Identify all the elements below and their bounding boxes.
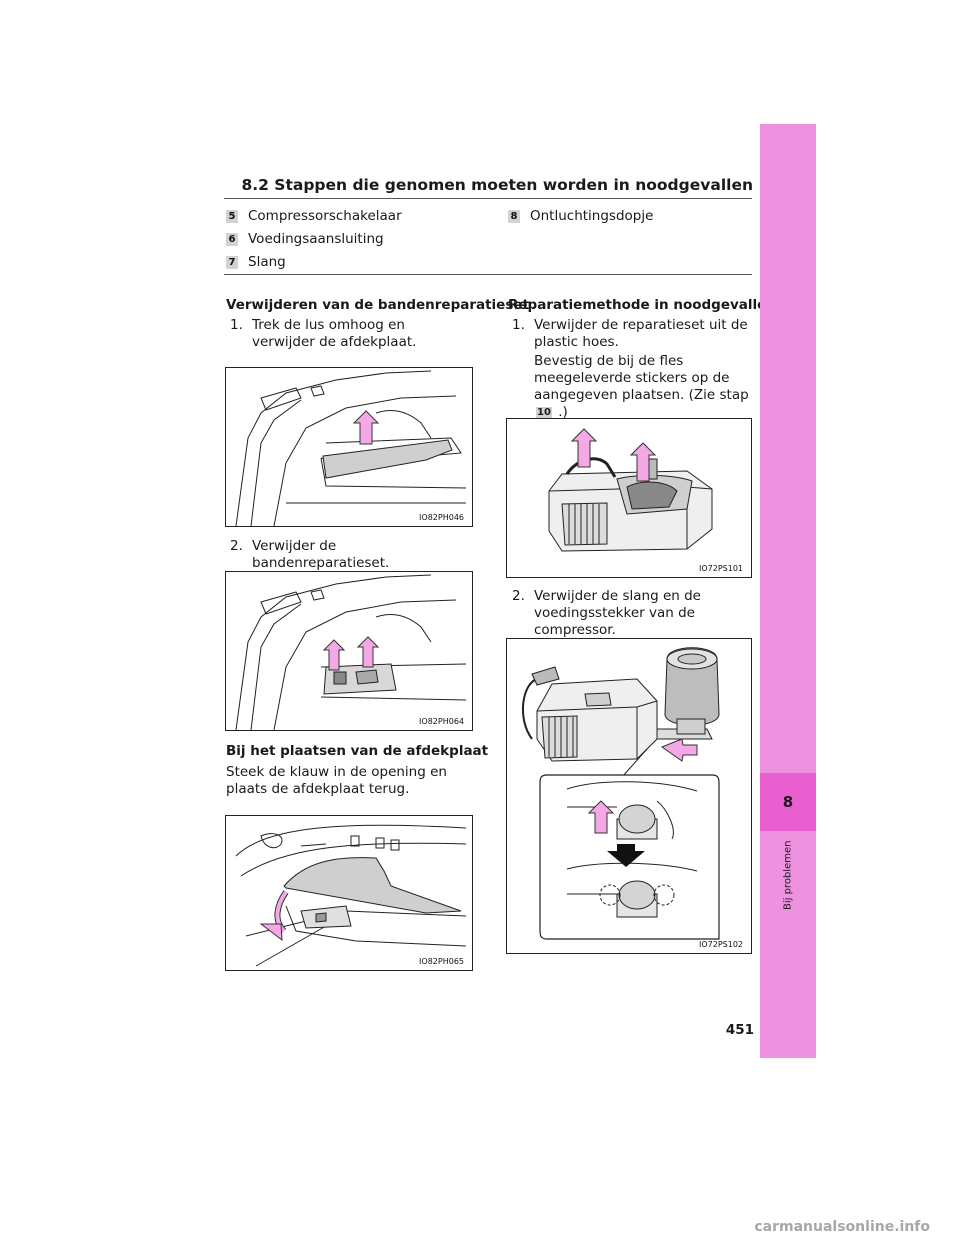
legend-item: 5 Compressorschakelaar bbox=[226, 208, 402, 224]
figure-refit-cover: IO82PH065 bbox=[225, 815, 473, 971]
compressor-detail-illustration bbox=[521, 647, 720, 940]
repair-kit-removal-illustration bbox=[235, 574, 467, 730]
repair-kit-illustration bbox=[548, 428, 713, 552]
chapter-sidebar bbox=[760, 124, 816, 1058]
legend-label: Voedingsaansluiting bbox=[248, 231, 384, 247]
legend-label: Ontluchtingsdopje bbox=[530, 208, 654, 224]
legend-number: 8 bbox=[508, 209, 520, 223]
section-heading-removal: Verwijderen van de bandenreparatieset bbox=[226, 297, 529, 313]
figure-remove-cover: IO82PH046 bbox=[225, 367, 473, 527]
section-heading-refit: Bij het plaatsen van de afdekplaat bbox=[226, 743, 489, 759]
step-number: 2. bbox=[512, 588, 525, 604]
trunk-cover-illustration bbox=[235, 370, 467, 526]
chapter-number: 8 bbox=[782, 793, 794, 811]
legend-item: 7 Slang bbox=[226, 254, 286, 270]
figure-compressor-detail: IO72PS102 bbox=[506, 638, 752, 954]
step-reference-badge: 10 bbox=[536, 407, 552, 419]
step-number: 1. bbox=[230, 317, 243, 333]
step-text: Verwijder de bandenreparatieset. bbox=[252, 538, 390, 571]
chapter-tab-active[interactable] bbox=[760, 773, 816, 831]
legend-number: 6 bbox=[226, 232, 238, 246]
legend-item: 6 Voedingsaansluiting bbox=[226, 231, 384, 247]
step-text: Verwijder de slang en de voedingsstekker… bbox=[534, 588, 701, 638]
legend-number: 5 bbox=[226, 209, 238, 223]
page-header-title: 8.2 Stappen die genomen moeten worden in… bbox=[241, 176, 753, 194]
legend-label: Slang bbox=[248, 254, 286, 270]
chapter-label: Bij problemen bbox=[782, 840, 794, 910]
figure-repair-kit: IO72PS101 bbox=[506, 418, 752, 578]
figure-code: IO72PS101 bbox=[698, 564, 743, 573]
cover-refit-illustration bbox=[235, 824, 467, 967]
step-1-right: 1. Verwijder de reparatieset uit de plas… bbox=[512, 317, 752, 351]
section-heading-repair: Reparatiemethode in noodgevallen bbox=[508, 297, 776, 313]
step-number: 2. bbox=[230, 538, 243, 554]
step-2-right: 2. Verwijder de slang en de voedingsstek… bbox=[512, 588, 752, 639]
step-number: 1. bbox=[512, 317, 525, 333]
page-number: 451 bbox=[725, 1022, 754, 1038]
legend-rule bbox=[224, 274, 752, 275]
watermark: carmanualsonline.info bbox=[754, 1219, 930, 1235]
step-text: Trek de lus omhoog en verwijder de afdek… bbox=[252, 317, 417, 350]
sticker-note: Bevestig de bij de fles meegeleverde sti… bbox=[534, 353, 752, 421]
figure-code: IO72PS102 bbox=[698, 940, 743, 949]
figure-code: IO82PH065 bbox=[419, 957, 464, 966]
figure-remove-kit: IO82PH064 bbox=[225, 571, 473, 731]
step-text: Verwijder de reparatieset uit de plastic… bbox=[534, 317, 748, 350]
sticker-note-text: Bevestig de bij de fles meegeleverde sti… bbox=[534, 353, 749, 403]
legend-label: Compressorschakelaar bbox=[248, 208, 402, 224]
figure-code: IO82PH046 bbox=[419, 513, 464, 522]
step-2-left: 2. Verwijder de bandenreparatieset. bbox=[230, 538, 470, 572]
legend-number: 7 bbox=[226, 255, 238, 269]
sticker-note-end: .) bbox=[558, 404, 568, 420]
legend-item: 8 Ontluchtingsdopje bbox=[508, 208, 653, 224]
figure-code: IO82PH064 bbox=[419, 717, 464, 726]
refit-paragraph: Steek de klauw in de opening en plaats d… bbox=[226, 764, 447, 797]
header-rule bbox=[224, 198, 752, 199]
step-1-left: 1. Trek de lus omhoog en verwijder de af… bbox=[230, 317, 470, 351]
